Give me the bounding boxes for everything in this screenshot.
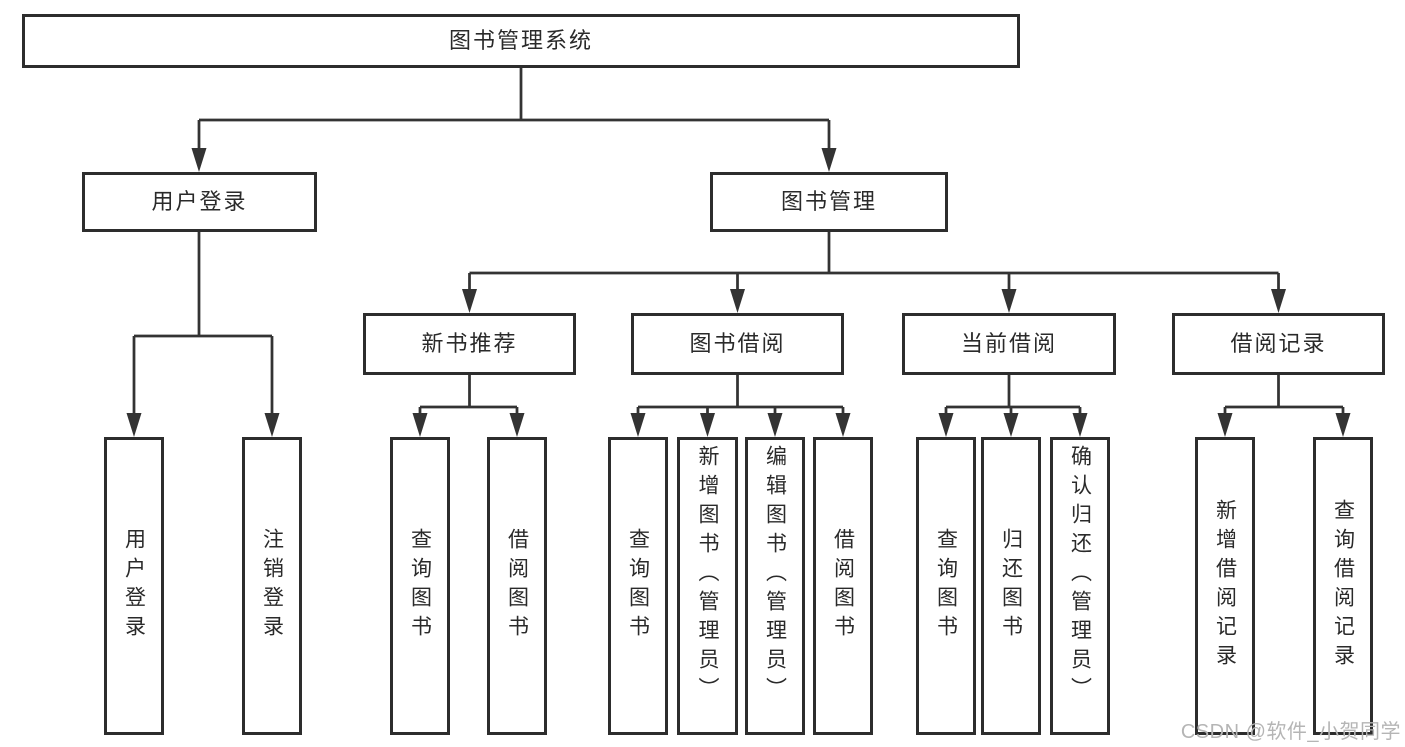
node-label: 新增借阅记录 bbox=[1213, 499, 1237, 673]
node-label: 查询图书 bbox=[408, 528, 432, 644]
leaf-user-login: 用户登录 bbox=[104, 437, 164, 735]
node-label: 图书借阅 bbox=[689, 331, 786, 356]
leaf-query-borrow-record: 查询借阅记录 bbox=[1313, 437, 1373, 735]
leaf-query-books-2: 查询图书 bbox=[608, 437, 668, 735]
node-new-book-recommend: 新书推荐 bbox=[363, 313, 576, 375]
leaf-edit-book-admin: 编辑图书（管理员） bbox=[745, 437, 805, 735]
node-borrow-records: 借阅记录 bbox=[1172, 313, 1385, 375]
node-label: 归还图书 bbox=[999, 528, 1023, 644]
leaf-query-books-3: 查询图书 bbox=[916, 437, 976, 735]
connector-user-login-to-leaves bbox=[126, 232, 280, 437]
node-label: 借阅图书 bbox=[831, 528, 855, 644]
leaf-confirm-return-admin: 确认归还（管理员） bbox=[1050, 437, 1110, 735]
node-label: 图书管理 bbox=[780, 189, 877, 214]
node-label: 注销登录 bbox=[260, 528, 284, 644]
connector-new-rec-to-leaves bbox=[412, 375, 525, 437]
connector-current-to-leaves bbox=[938, 375, 1088, 437]
connector-root-to-level2 bbox=[191, 68, 837, 172]
leaf-add-book-admin: 新增图书（管理员） bbox=[677, 437, 738, 735]
leaf-borrow-books-1: 借阅图书 bbox=[487, 437, 547, 735]
node-label: 当前借阅 bbox=[960, 331, 1057, 356]
leaf-return-book: 归还图书 bbox=[981, 437, 1041, 735]
leaf-borrow-books-2: 借阅图书 bbox=[813, 437, 873, 735]
node-label: 用户登录 bbox=[151, 189, 248, 214]
node-root: 图书管理系统 bbox=[22, 14, 1020, 68]
leaf-add-borrow-record: 新增借阅记录 bbox=[1195, 437, 1255, 735]
connector-record-to-leaves bbox=[1217, 375, 1351, 437]
node-book-management: 图书管理 bbox=[710, 172, 948, 232]
node-label: 借阅图书 bbox=[505, 528, 529, 644]
node-label: 查询图书 bbox=[626, 528, 650, 644]
node-label: 编辑图书（管理员） bbox=[763, 445, 787, 706]
node-label: 借阅记录 bbox=[1230, 331, 1327, 356]
connector-borrow-to-leaves bbox=[630, 375, 851, 437]
node-label: 图书管理系统 bbox=[448, 28, 593, 53]
node-book-borrow: 图书借阅 bbox=[631, 313, 844, 375]
node-label: 查询图书 bbox=[934, 528, 958, 644]
node-label: 用户登录 bbox=[122, 528, 146, 644]
leaf-logout: 注销登录 bbox=[242, 437, 302, 735]
node-current-borrow: 当前借阅 bbox=[902, 313, 1116, 375]
node-label: 新书推荐 bbox=[421, 331, 518, 356]
node-user-login: 用户登录 bbox=[82, 172, 317, 232]
node-label: 查询借阅记录 bbox=[1331, 499, 1355, 673]
node-label: 确认归还（管理员） bbox=[1068, 445, 1092, 706]
watermark: CSDN @软件_小贺同学 bbox=[1180, 721, 1401, 743]
connector-book-mgmt-to-level3 bbox=[462, 232, 1286, 313]
node-label: 新增图书（管理员） bbox=[696, 445, 719, 706]
leaf-query-books-1: 查询图书 bbox=[390, 437, 450, 735]
